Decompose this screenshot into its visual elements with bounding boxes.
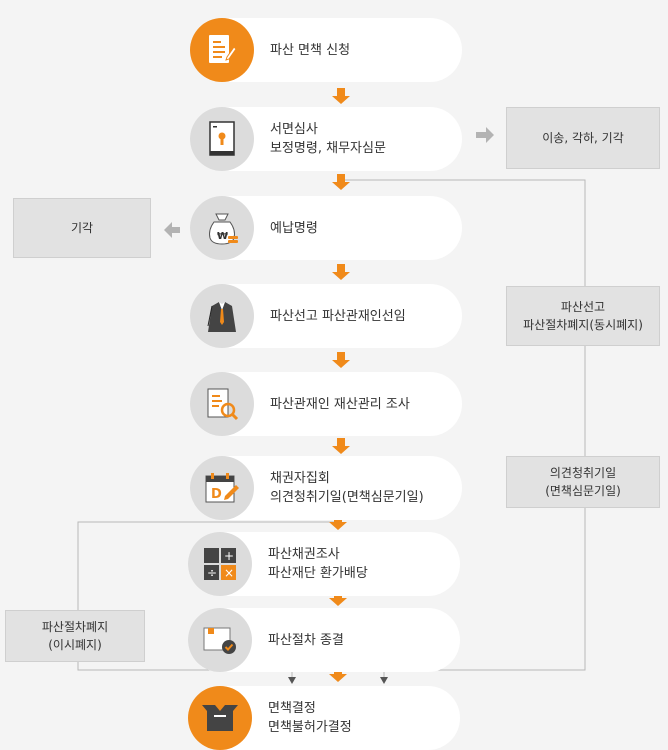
step-label: 채권자집회 의견청취기일(면책심문기일) xyxy=(270,471,424,505)
connector-right-arrowhead xyxy=(380,677,388,684)
step-claim-investigation: + ÷ × 파산채권조사 파산재단 환가배당 xyxy=(188,532,460,596)
step-prepayment-order: ₩ 예납명령 xyxy=(190,196,462,260)
step-label: 서면심사 보정명령, 채무자심문 xyxy=(270,122,386,156)
side-box-dismissal: 기각 xyxy=(13,198,151,258)
orange-down-arrow xyxy=(329,88,350,682)
step-label: 예납명령 xyxy=(270,220,318,236)
suit-person-icon xyxy=(190,284,254,348)
step-written-review: 서면심사 보정명령, 채무자심문 xyxy=(190,107,462,171)
svg-text:₩: ₩ xyxy=(217,231,228,242)
step-label: 파산선고 파산관재인선임 xyxy=(270,308,406,324)
connector-left-arrowhead xyxy=(288,677,296,684)
open-box-icon xyxy=(188,686,252,750)
step-bankruptcy-termination: 파산절차 종결 xyxy=(188,608,460,672)
connector-right-top xyxy=(340,179,586,671)
stamp-document-icon xyxy=(190,107,254,171)
grey-arrow-right xyxy=(476,127,494,143)
step-bankruptcy-application: 파산 면책 신청 xyxy=(190,18,462,82)
document-pen-icon xyxy=(190,18,254,82)
step-bankruptcy-declaration: 파산선고 파산관재인선임 xyxy=(190,284,462,348)
step-label: 파산 면책 신청 xyxy=(270,42,351,58)
step-discharge-decision: 면책결정 면책불허가결정 xyxy=(188,686,460,750)
step-creditors-meeting: D 채권자집회 의견청취기일(면책심문기일) xyxy=(190,456,462,520)
step-label: 파산채권조사 파산재단 환가배당 xyxy=(268,547,368,581)
side-box-different-time-abolition: 파산절차폐지 (이시폐지) xyxy=(5,610,145,662)
side-box-transfer-dismissal: 이송, 각하, 기각 xyxy=(506,107,660,169)
side-box-simultaneous-abolition: 파산선고 파산절차폐지(동시폐지) xyxy=(506,286,660,346)
document-search-icon xyxy=(190,372,254,436)
svg-text:D: D xyxy=(211,487,222,502)
grey-arrow-left xyxy=(164,222,180,238)
step-label: 파산관재인 재산관리 조사 xyxy=(270,396,410,412)
svg-text:+: + xyxy=(224,549,234,563)
svg-text:×: × xyxy=(224,566,234,580)
connector-left-loop xyxy=(77,521,337,671)
step-label: 파산절차 종결 xyxy=(268,632,344,648)
money-bag-icon: ₩ xyxy=(190,196,254,260)
step-label: 면책결정 면책불허가결정 xyxy=(268,701,352,735)
calculator-icon: + ÷ × xyxy=(188,532,252,596)
calendar-d-icon: D xyxy=(190,456,254,520)
side-box-opinion-hearing: 의견청취기일 (면책심문기일) xyxy=(506,456,660,508)
step-trustee-investigation: 파산관재인 재산관리 조사 xyxy=(190,372,462,436)
box-check-icon xyxy=(188,608,252,672)
svg-text:÷: ÷ xyxy=(207,566,217,580)
